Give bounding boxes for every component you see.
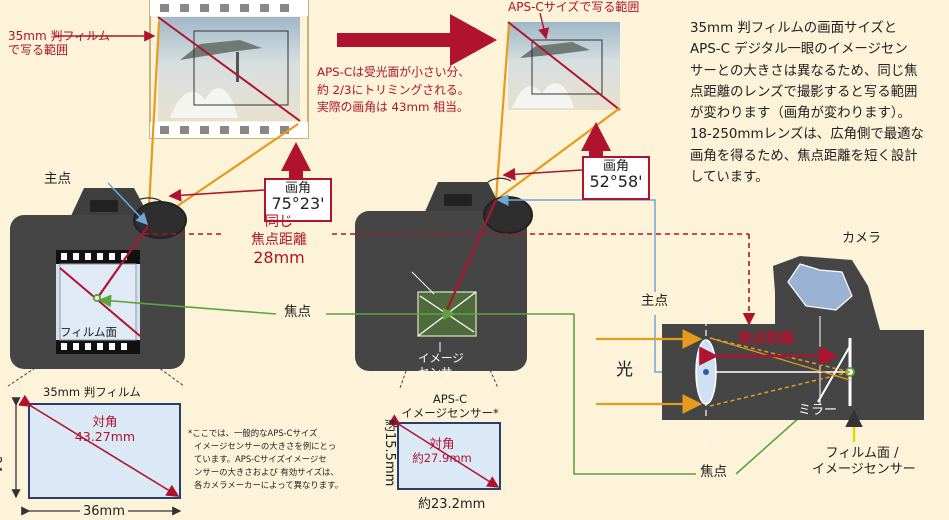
trim-arrow-icon: [337, 14, 497, 66]
film-range-label: 35mm 判フィルムで写る範囲: [8, 29, 110, 57]
film-height-label: 24mm: [0, 456, 3, 498]
focal-point-label-right: 焦点: [700, 464, 727, 480]
focal-distance-label: 焦点距離: [738, 331, 794, 347]
apsc-size-diagram-icon: [387, 414, 501, 490]
image-sensor-label: イメージセンサー: [418, 351, 464, 379]
angle-box-apsc: 画角 52°58': [582, 156, 650, 200]
principal-point-label-right: 主点: [641, 293, 668, 309]
camera-body-apsc-icon: [355, 182, 533, 371]
film-35mm-label: 35mm 判フィルム: [43, 385, 141, 399]
film-width-label: 36mm: [80, 504, 128, 520]
camera-body-35mm-icon: [10, 188, 187, 369]
angle-box-35mm: 画角 75°23': [264, 178, 332, 222]
film-photo-icon: [149, 0, 309, 139]
film-size-diagram-icon: [11, 394, 182, 516]
footnote: *ここでは、一般的なAPS-Cサイズイメージセンサーの大きさを例にとっています。…: [188, 428, 343, 490]
apsc-height-label: 約15.5mm: [382, 419, 397, 487]
apsc-diagonal-label: 対角約27.9mm: [412, 436, 472, 466]
apsc-range-label: APS-Cサイズで写る範囲: [508, 0, 640, 14]
light-label: 光: [616, 360, 633, 380]
crop-note: APS-Cは受光面が小さい分、約 2/3にトリミングされる。実際の画角は 43m…: [317, 65, 471, 114]
principal-point-label-left: 主点: [44, 171, 71, 187]
mirror-label: ミラー: [798, 403, 838, 418]
angle-value-apsc: 52°58': [589, 171, 643, 191]
film-plane-label: フィルム面: [60, 325, 118, 339]
angle-up-arrow-left-icon: [281, 142, 311, 182]
apsc-photo-icon: [507, 21, 621, 111]
film-sensor-plane-label: フィルム面 /イメージセンサー: [812, 446, 916, 477]
angle-value-35mm: 75°23': [271, 193, 325, 213]
camera-label: カメラ: [842, 231, 882, 246]
focal-point-label: 焦点: [284, 304, 311, 320]
apsc-width-label: 約23.2mm: [418, 497, 486, 512]
camera-crosssection-icon: [662, 256, 924, 448]
